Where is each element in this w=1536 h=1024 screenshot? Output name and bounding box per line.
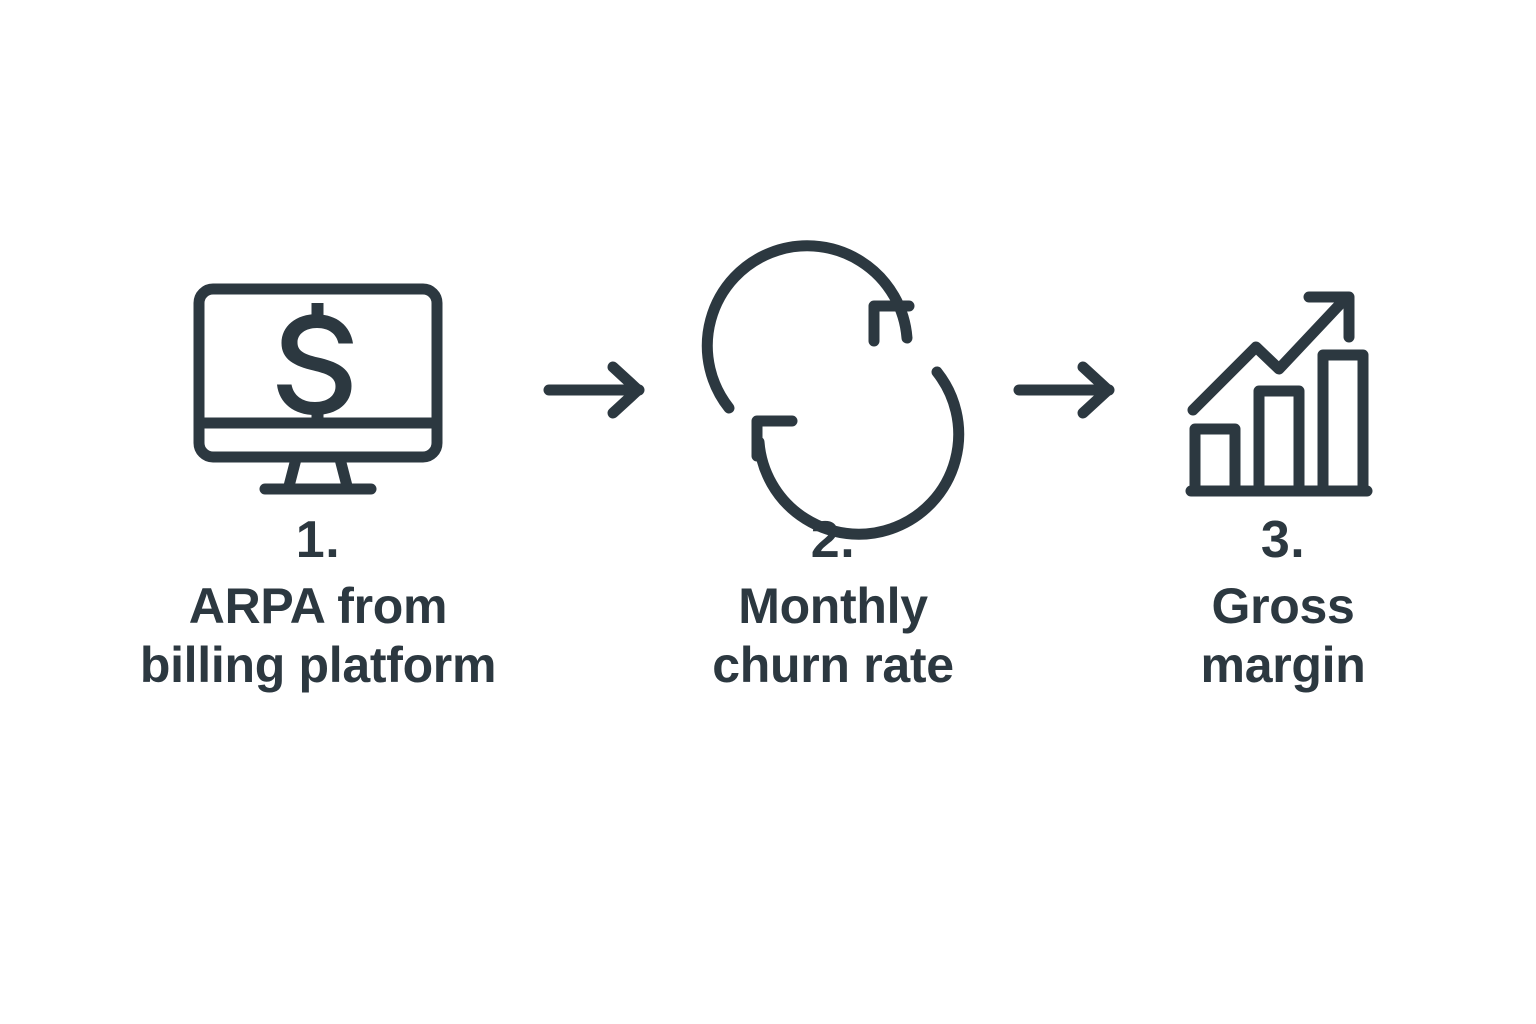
dollar-sign-glyph bbox=[277, 302, 353, 419]
step-2-number: 2. bbox=[810, 511, 856, 569]
step-3: 3. Gross margin bbox=[1148, 270, 1418, 695]
growth-bar-chart-icon bbox=[1185, 291, 1373, 497]
step-1: 1. ARPA from billing platform bbox=[118, 270, 518, 695]
step-2: 2. Monthly churn rate bbox=[678, 240, 988, 695]
step-3-icon-box bbox=[1183, 270, 1383, 510]
refresh-cycle-icon bbox=[701, 240, 965, 540]
step-3-text: 3. Gross margin bbox=[1201, 510, 1366, 695]
step-1-text: 1. ARPA from billing platform bbox=[139, 510, 497, 695]
step-2-label: Monthly churn rate bbox=[712, 578, 954, 694]
connector-1 bbox=[518, 270, 678, 510]
step-1-icon-box bbox=[193, 270, 443, 510]
arrow-right-icon bbox=[1013, 361, 1115, 419]
step-3-number: 3. bbox=[1260, 511, 1306, 569]
monitor-dollar-icon bbox=[193, 283, 443, 494]
flow-row: 1. ARPA from billing platform bbox=[0, 240, 1536, 770]
arrow-right-icon bbox=[543, 361, 645, 419]
step-1-number: 1. bbox=[295, 511, 341, 569]
step-1-label: ARPA from billing platform bbox=[139, 578, 497, 694]
step-2-icon-box bbox=[701, 240, 965, 540]
step-3-label: Gross margin bbox=[1200, 578, 1366, 694]
step-2-text: 2. Monthly churn rate bbox=[712, 510, 954, 695]
connector-2 bbox=[988, 270, 1148, 510]
